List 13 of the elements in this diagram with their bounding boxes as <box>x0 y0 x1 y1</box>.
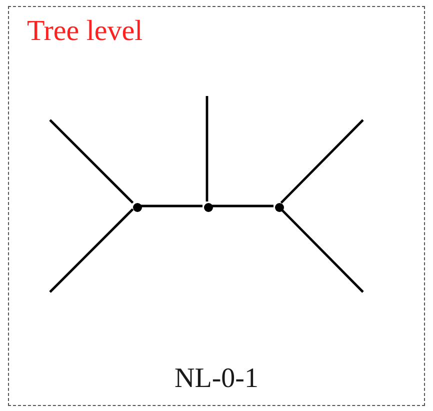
vertex-dot <box>274 202 284 212</box>
frame-heading: Tree level <box>27 15 143 48</box>
frame-label: NL-0-1 <box>174 363 258 395</box>
line <box>280 119 364 204</box>
vertex-dot <box>204 202 212 212</box>
line <box>280 208 364 293</box>
line <box>49 119 134 204</box>
line <box>140 204 202 208</box>
line <box>49 208 134 293</box>
dashed-frame <box>8 6 425 406</box>
vertex-dot <box>132 202 142 212</box>
line <box>206 96 208 202</box>
line <box>212 204 274 208</box>
